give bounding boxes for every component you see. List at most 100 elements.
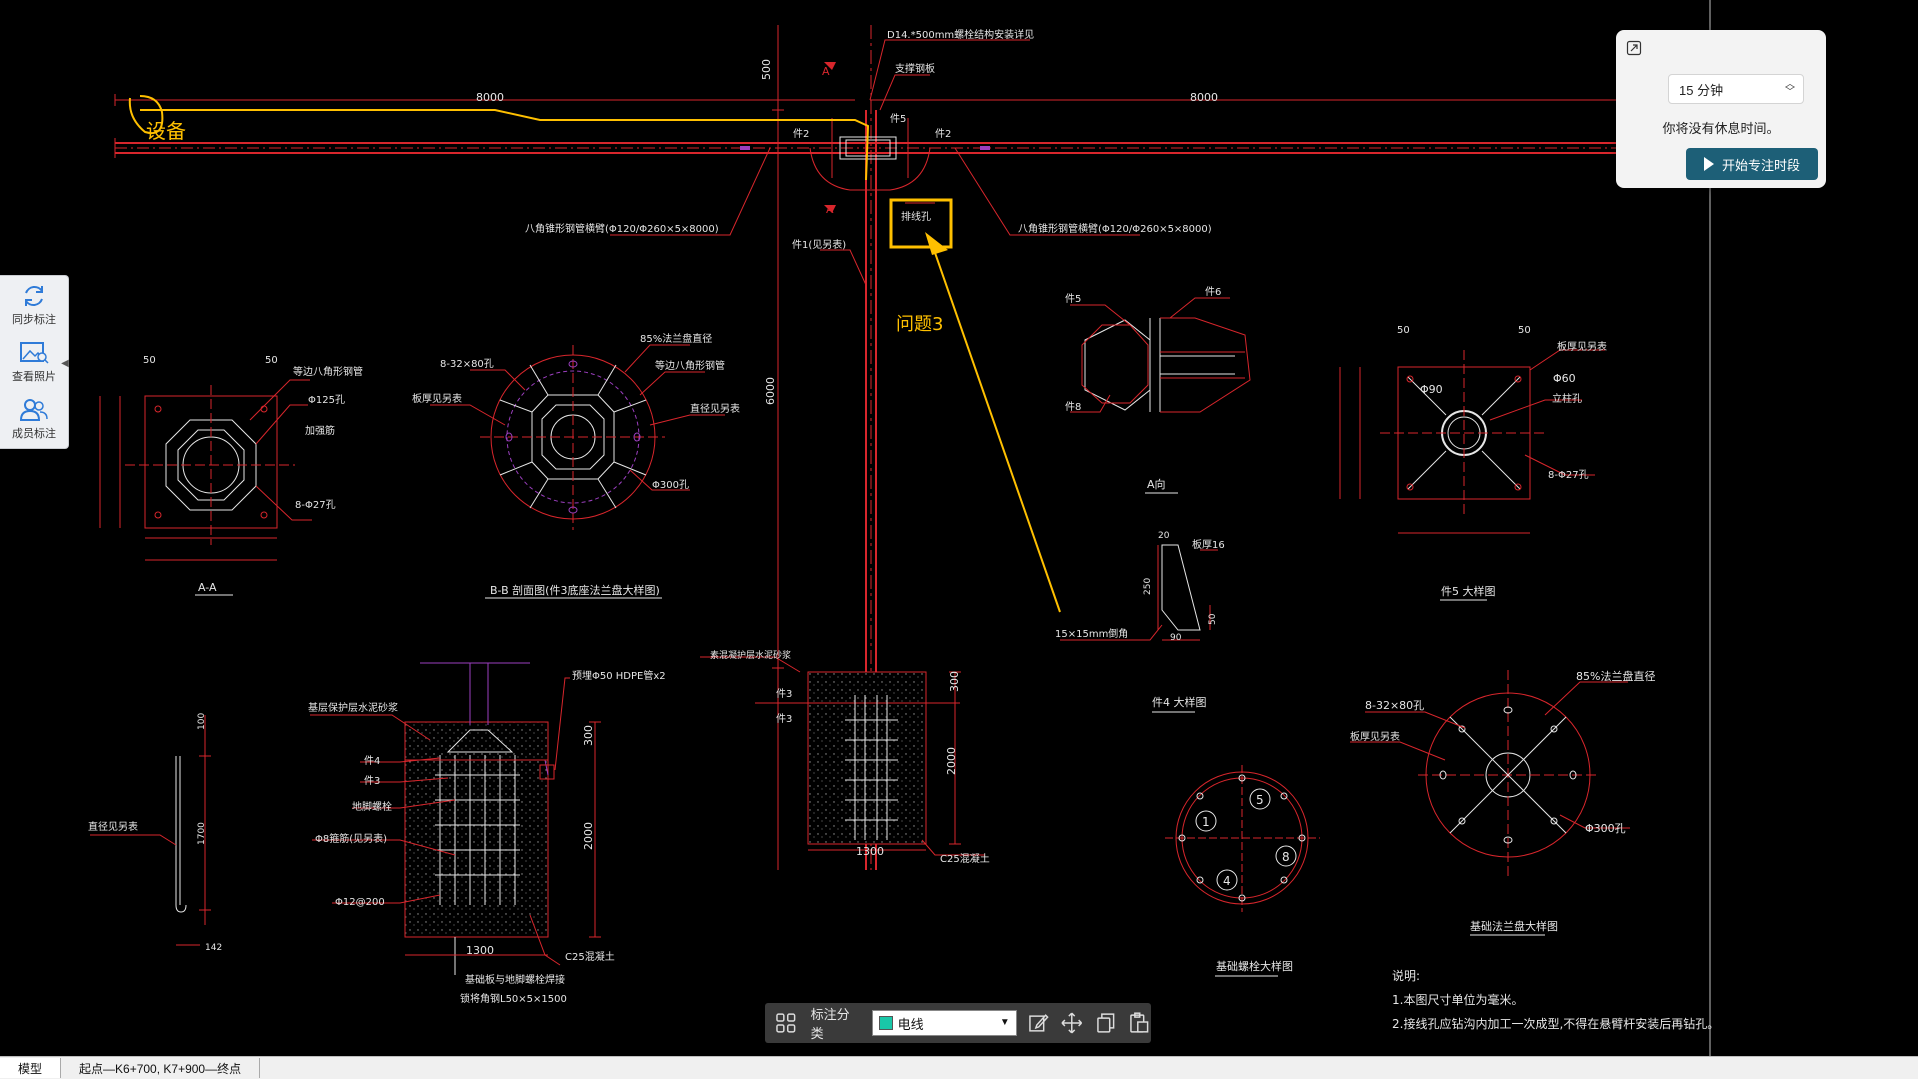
issue-highlight-box[interactable] bbox=[889, 198, 953, 249]
note-ground: 素混凝护层水泥砂浆 bbox=[710, 649, 791, 661]
av-jian8: 件8 bbox=[1065, 401, 1081, 413]
flange-bolts: 8-32×80孔 bbox=[1365, 699, 1424, 712]
sync-annotation-label: 同步标注 bbox=[12, 313, 56, 326]
aa-title: A-A bbox=[198, 581, 217, 594]
issue-annotation-label[interactable]: 问题3 bbox=[896, 314, 943, 335]
j5-plate: 板厚见另表 bbox=[1557, 340, 1607, 353]
view-photos-label: 查看照片 bbox=[12, 370, 56, 383]
bb-equal: 等边八角形钢管 bbox=[655, 359, 725, 372]
dim-found-w-text: 1300 bbox=[856, 845, 884, 858]
play-icon bbox=[1703, 157, 1714, 171]
category-value: 电线 bbox=[897, 1016, 924, 1032]
label-jian3b-found: 件3 bbox=[776, 713, 792, 725]
aa-hole: Φ125孔 bbox=[308, 394, 345, 406]
dim-found2-w-text: 1300 bbox=[466, 944, 494, 957]
focus-duration-select[interactable]: 15 分钟 ︿﹀ bbox=[1668, 74, 1804, 104]
j4-dim-90: 90 bbox=[1170, 633, 1182, 643]
anchor-title: 基础螺栓大样图 bbox=[1216, 959, 1293, 973]
j5-dim-50a: 50 bbox=[1397, 325, 1410, 336]
focus-timer-panel: 15 分钟 ︿﹀ 你将没有休息时间。 开始专注时段 bbox=[1616, 30, 1826, 188]
members-icon bbox=[19, 398, 48, 421]
j4-title: 件4 大样图 bbox=[1152, 695, 1207, 709]
j5-holes: 8-Φ27孔 bbox=[1548, 469, 1589, 481]
expand-icon[interactable] bbox=[1626, 40, 1642, 56]
fd-stirrup: Φ8箍筋(见另表) bbox=[315, 832, 387, 845]
bb-plate: 板厚见另表 bbox=[412, 392, 462, 405]
copy-icon[interactable] bbox=[1094, 1011, 1118, 1035]
j5-pole: 立柱孔 bbox=[1552, 392, 1582, 405]
bb-dia: 直径见另表 bbox=[690, 402, 740, 415]
member-annotation-button[interactable]: 成员标注 bbox=[0, 390, 68, 447]
fd-rebar: Φ12@200 bbox=[335, 897, 385, 908]
grid-menu-icon[interactable] bbox=[775, 1012, 797, 1034]
anchor-dim-bot: 142 bbox=[205, 943, 222, 953]
aa-equal: 等边八角形钢管 bbox=[293, 365, 363, 378]
focus-duration-value: 15 分钟 bbox=[1679, 82, 1724, 98]
dim-top-text: 500 bbox=[760, 59, 773, 80]
device-annotation-label[interactable]: 设备 bbox=[146, 119, 186, 143]
fd-cement: 基层保护层水泥砂浆 bbox=[308, 701, 398, 714]
j4-dim-20: 20 bbox=[1158, 531, 1170, 541]
view-photos-button[interactable]: 查看照片 bbox=[0, 333, 68, 390]
note-2: 2.接线孔应钻沟内加工一次成型,不得在悬臂杆安装后再钻孔。 bbox=[1392, 1016, 1719, 1031]
anchor-dim-top: 100 bbox=[197, 713, 207, 730]
note-1: 1.本图尺寸单位为毫米。 bbox=[1392, 992, 1523, 1007]
j4-dim-50: 50 bbox=[1208, 613, 1218, 625]
focus-break-message: 你将没有休息时间。 bbox=[1662, 121, 1780, 136]
av-jian6: 件6 bbox=[1205, 286, 1221, 298]
category-select[interactable]: 电线 ▼ bbox=[871, 1010, 1017, 1036]
j5-d90: Φ90 bbox=[1420, 383, 1443, 396]
fd-j4: 件4 bbox=[364, 755, 380, 767]
device-circle-mark[interactable] bbox=[128, 95, 164, 134]
tab-layout[interactable]: 起点—K6+700, K7+900—终点 bbox=[61, 1058, 261, 1078]
note-pole: 件1(见另表) bbox=[792, 238, 846, 251]
j4-thick: 板厚16 bbox=[1192, 538, 1225, 551]
dim-found2-top-text: 300 bbox=[582, 725, 595, 746]
paste-icon[interactable] bbox=[1127, 1011, 1151, 1035]
annotation-category-toolbar: 标注分类 电线 ▼ bbox=[765, 1003, 1151, 1043]
fd-j3: 件3 bbox=[364, 775, 380, 787]
circle-4: 4 bbox=[1223, 874, 1231, 888]
aa-dim-50b: 50 bbox=[265, 355, 278, 366]
member-annotation-label: 成员标注 bbox=[12, 427, 56, 440]
category-label: 标注分类 bbox=[810, 1007, 850, 1041]
dropdown-arrow-icon: ▼ bbox=[999, 1017, 1010, 1028]
bb-title: B-B 剖面图(件3底座法兰盘大样图) bbox=[490, 583, 660, 597]
layout-tab-bar: 模型 起点—K6+700, K7+900—终点 bbox=[0, 1056, 1918, 1079]
circle-8: 8 bbox=[1282, 850, 1290, 864]
note-top: D14.*500mm螺栓结构安装详见 bbox=[887, 28, 1034, 41]
dim-right-text: 8000 bbox=[1190, 91, 1218, 104]
edit-icon[interactable] bbox=[1027, 1011, 1051, 1035]
move-icon[interactable] bbox=[1060, 1011, 1084, 1035]
flange-hole: Φ300孔 bbox=[1585, 822, 1626, 835]
j5-d60: Φ60 bbox=[1553, 372, 1576, 385]
fd-hdpe: 预埋Φ50 HDPE管x2 bbox=[572, 669, 666, 682]
av-jian5: 件5 bbox=[1065, 293, 1081, 305]
bb-bolts: 8-32×80孔 bbox=[440, 358, 494, 370]
flange-title: 基础法兰盘大样图 bbox=[1470, 919, 1558, 933]
fd-bolt: 地脚螺栓 bbox=[352, 800, 392, 813]
wire-annotation-line[interactable] bbox=[140, 109, 870, 181]
issue-arrowhead bbox=[925, 232, 948, 255]
dim-found-h-text: 2000 bbox=[945, 747, 958, 775]
anchor-label: 直径见另表 bbox=[88, 820, 138, 833]
anchor-dim-mid: 1700 bbox=[197, 822, 207, 845]
j4-slot: 15×15mm倒角 bbox=[1055, 628, 1128, 640]
sync-annotation-button[interactable]: 同步标注 bbox=[0, 276, 68, 333]
dim-left-text: 8000 bbox=[476, 91, 504, 104]
label-a-top: A bbox=[822, 65, 830, 78]
av-title: A向 bbox=[1147, 477, 1166, 491]
aa-rib: 加强筋 bbox=[305, 424, 335, 437]
start-focus-label: 开始专注时段 bbox=[1721, 157, 1800, 173]
sync-icon bbox=[25, 285, 43, 306]
photo-search-icon bbox=[20, 341, 49, 364]
fd-bottom: 基础板与地脚螺栓焊接 bbox=[465, 973, 565, 986]
annotation-side-toolbar: 同步标注 查看照片 成员标注 ◀ bbox=[0, 275, 69, 449]
tab-model[interactable]: 模型 bbox=[0, 1058, 62, 1078]
start-focus-button[interactable]: 开始专注时段 bbox=[1686, 148, 1818, 180]
j5-title: 件5 大样图 bbox=[1441, 584, 1496, 598]
collapse-toolbar-icon[interactable]: ◀ bbox=[61, 357, 69, 369]
dim-found-top-text: 300 bbox=[948, 671, 961, 692]
note-support: 支撑钢板 bbox=[895, 62, 935, 75]
